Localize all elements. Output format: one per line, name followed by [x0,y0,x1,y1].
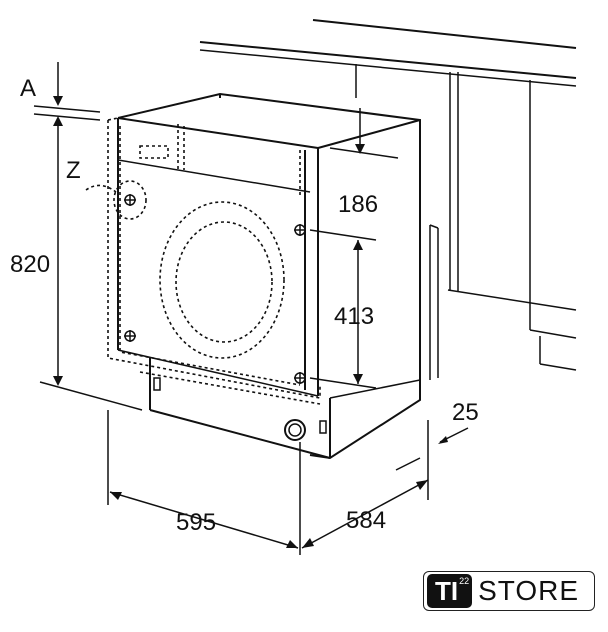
logo-store-text: STORE [478,575,580,606]
door-outline [85,117,327,441]
dimension-door-height: 413 [334,303,374,330]
cabinet-outline [199,19,577,380]
logo-ti-mark: TI 22 [427,574,473,608]
dimension-height: 820 [10,251,50,278]
dimension-depth: 584 [346,507,386,534]
logo-brand: TI [435,576,459,606]
dimension-lines [33,62,469,555]
dimension-recess: 25 [452,399,479,426]
washer-body [117,92,421,460]
logo-superscript: 22 [459,576,470,586]
ti-store-logo: TI 22 STORE [423,571,595,611]
label-z: Z [66,157,81,184]
dimension-panel-height: 186 [338,191,378,218]
dimension-width: 595 [176,509,216,536]
label-a: A [20,75,36,102]
